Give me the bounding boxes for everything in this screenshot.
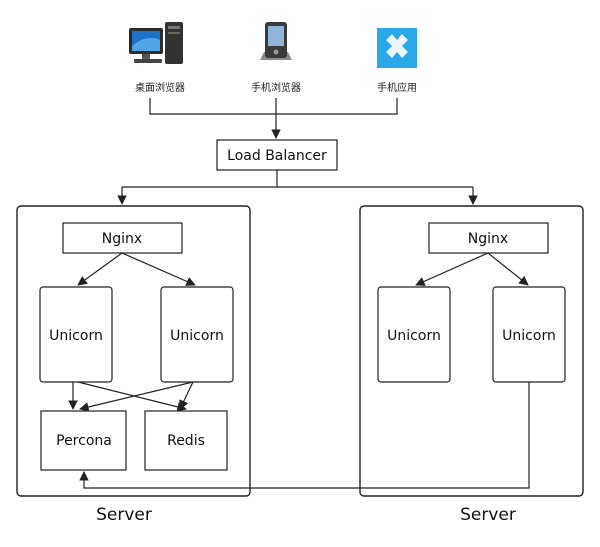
pda-phone-icon [260,22,292,60]
server-2-unicorn-b-label: Unicorn [502,328,556,344]
nginx-to-unicorn-1b-arrow [121,252,196,286]
client-label-desktop: 桌面浏览器 [135,81,185,94]
nginx-to-unicorn-2b-arrow [487,252,529,286]
unicorn-b-to-percona-arrow [79,381,194,412]
client-merge-line [149,98,398,115]
server-1-unicorn-a-box [39,286,113,383]
server-1-unicorn-b-label: Unicorn [170,328,224,344]
server-1-nginx-label: Nginx [102,231,142,247]
client-label-mobile-browser: 手机浏览器 [251,81,301,94]
server-1-percona-label: Percona [56,433,112,449]
desktop-computer-icon [129,22,183,64]
server-1-redis-box [144,410,228,471]
nginx-to-unicorn-1a-arrow [77,252,123,286]
server-2-nginx-label: Nginx [468,231,508,247]
unicorn-b-to-redis-arrow [179,381,194,410]
server-2-label: Server [460,505,516,525]
server-2-unicorn-to-percona-arrow [79,382,530,489]
load-balancer-label: Load Balancer [227,148,327,164]
load-balancer-box [216,139,338,171]
server-1-percona-box [40,410,127,471]
server-2-unicorn-a-label: Unicorn [387,328,441,344]
nginx-to-unicorn-2a-arrow [415,252,489,286]
server-2-nginx-box [428,222,549,254]
server-1-redis-label: Redis [167,433,205,449]
server-1-label: Server [96,505,152,525]
client-label-mobile-app: 手机应用 [377,81,417,94]
server-2-unicorn-a-box [377,286,451,383]
server-1-unicorn-b-box [160,286,234,383]
server-1-unicorn-a-label: Unicorn [49,328,103,344]
unicorn-a-to-redis-arrow [77,381,187,412]
app-puzzle-icon [377,28,417,68]
